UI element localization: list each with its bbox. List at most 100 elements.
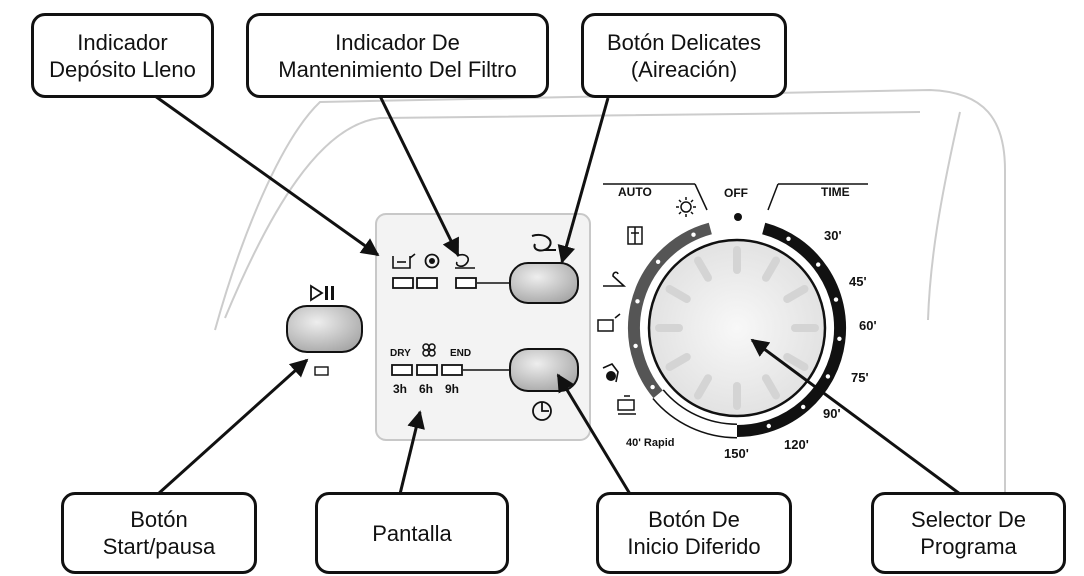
- arrow-selector: [750, 338, 961, 496]
- time-segment-dot: [833, 297, 839, 302]
- callout-delicates-line1: Botón Delicates: [606, 29, 762, 55]
- callout-start-line1: Botón: [130, 507, 188, 532]
- cupboard-dry-icon: [627, 226, 643, 245]
- time-label: TIME: [821, 185, 850, 199]
- callout-deposito-line2: Depósito Lleno: [49, 56, 196, 82]
- rapid-label: 40' Rapid: [626, 437, 674, 449]
- rapid-segment: [653, 390, 738, 437]
- iron-dry-icon: [597, 313, 621, 332]
- callout-deposito-line1: Indicador: [77, 29, 168, 55]
- time-segment-dot: [825, 374, 831, 379]
- auto-segment-dot: [633, 343, 638, 349]
- time-90-label: 90': [823, 406, 841, 421]
- time-segment-dot: [801, 404, 806, 410]
- delay-9h-label: 9h: [445, 382, 459, 396]
- auto-segment-dot: [655, 259, 661, 264]
- arrow-filtro: [378, 95, 460, 257]
- arrow-deposito: [154, 94, 380, 257]
- callout-selector-line2: Programa: [920, 534, 1017, 559]
- delicates-button[interactable]: [509, 262, 579, 304]
- knob-ridge: [694, 374, 712, 400]
- delay-3h-label: 3h: [393, 382, 407, 396]
- play-pause-icon: [310, 284, 334, 302]
- auto-segment-dot: [691, 232, 696, 237]
- callout-start-line2: Start/pausa: [102, 534, 216, 559]
- callout-inicio-diferido: Botón De Inicio Diferido: [596, 492, 792, 574]
- delay-start-button[interactable]: [509, 348, 579, 392]
- callout-delicates-line2: (Aireación): [630, 56, 738, 82]
- delicates-dial-icon: [602, 363, 619, 383]
- auto-bracket: [694, 183, 708, 211]
- knob-ridge: [783, 285, 809, 303]
- callout-deposito-lleno: Indicador Depósito Lleno: [31, 13, 214, 98]
- off-label: OFF: [724, 186, 748, 200]
- dial-ring: [628, 222, 847, 439]
- callout-filtro: Indicador De Mantenimiento Del Filtro: [246, 13, 549, 98]
- time-segment: [736, 222, 847, 437]
- delay-3h-led: [391, 364, 413, 376]
- callout-selector-line1: Selector De: [911, 507, 1026, 532]
- time-segment-dot: [786, 236, 791, 241]
- knob-ridge: [762, 256, 780, 282]
- dry-label: DRY: [390, 348, 411, 359]
- knob-ridge: [762, 374, 780, 400]
- delay-9h-led: [441, 364, 463, 376]
- hanger-icon: [603, 271, 627, 287]
- start-pause-led: [314, 366, 329, 376]
- auto-segment: [628, 222, 712, 412]
- arrow-delicates: [557, 97, 610, 264]
- extra-dry-sun-icon: [676, 197, 696, 217]
- callout-diferido-line1: Botón De: [648, 507, 740, 532]
- time-segment-dot: [837, 336, 842, 341]
- callout-diferido-line2: Inicio Diferido: [627, 534, 761, 559]
- tank-full-icon: [392, 253, 416, 269]
- display-panel: [375, 213, 591, 441]
- fan-icon: [422, 343, 436, 357]
- clock-icon: [532, 401, 552, 421]
- time-45-label: 45': [849, 274, 867, 289]
- time-30-label: 30': [824, 228, 842, 243]
- start-pause-button[interactable]: [286, 305, 363, 353]
- time-bracket: [767, 183, 779, 211]
- program-selector-dial[interactable]: [628, 213, 847, 439]
- callout-start-pausa: Botón Start/pausa: [61, 492, 257, 574]
- knob-ridge: [665, 353, 691, 371]
- callout-pantalla-line1: Pantalla: [372, 520, 452, 546]
- machine-outline: [214, 88, 1006, 570]
- auto-label: AUTO: [618, 185, 652, 199]
- tank-full-led: [392, 277, 414, 289]
- delay-6h-label: 6h: [419, 382, 433, 396]
- arrow-start: [156, 358, 309, 496]
- time-segment-dot: [766, 423, 771, 429]
- time-150-label: 150': [724, 446, 749, 461]
- filter-led: [416, 277, 438, 289]
- delicates-small-icon: [455, 253, 475, 269]
- arrow-pantalla: [398, 410, 425, 495]
- callout-selector-programa: Selector De Programa: [871, 492, 1066, 574]
- callout-pantalla: Pantalla: [315, 492, 509, 574]
- off-marker-dot: [734, 213, 742, 221]
- filter-maintenance-icon: [424, 253, 440, 269]
- callout-delicates: Botón Delicates (Aireación): [581, 13, 787, 98]
- auto-segment-dot: [650, 384, 655, 390]
- time-75-label: 75': [851, 370, 869, 385]
- knob-ridge: [783, 353, 809, 371]
- arrow-diferido: [556, 373, 632, 495]
- rapid-dry-icon: [617, 395, 636, 415]
- time-60-label: 60': [859, 318, 877, 333]
- knob-ridges: [655, 246, 819, 410]
- delicates-led: [455, 277, 477, 289]
- callout-filtro-line2: Mantenimiento Del Filtro: [278, 56, 517, 82]
- knob-ridge: [665, 285, 691, 303]
- annotation-arrows: [154, 94, 961, 496]
- auto-segment-dot: [635, 299, 640, 304]
- time-120-label: 120': [784, 437, 809, 452]
- knob-ridge: [694, 256, 712, 282]
- delay-6h-led: [416, 364, 438, 376]
- dial-knob[interactable]: [647, 238, 827, 418]
- end-label: END: [450, 348, 471, 359]
- delicates-button-icon: [531, 234, 556, 252]
- time-segment-dot: [816, 262, 821, 267]
- callout-filtro-line1: Indicador De: [335, 29, 460, 55]
